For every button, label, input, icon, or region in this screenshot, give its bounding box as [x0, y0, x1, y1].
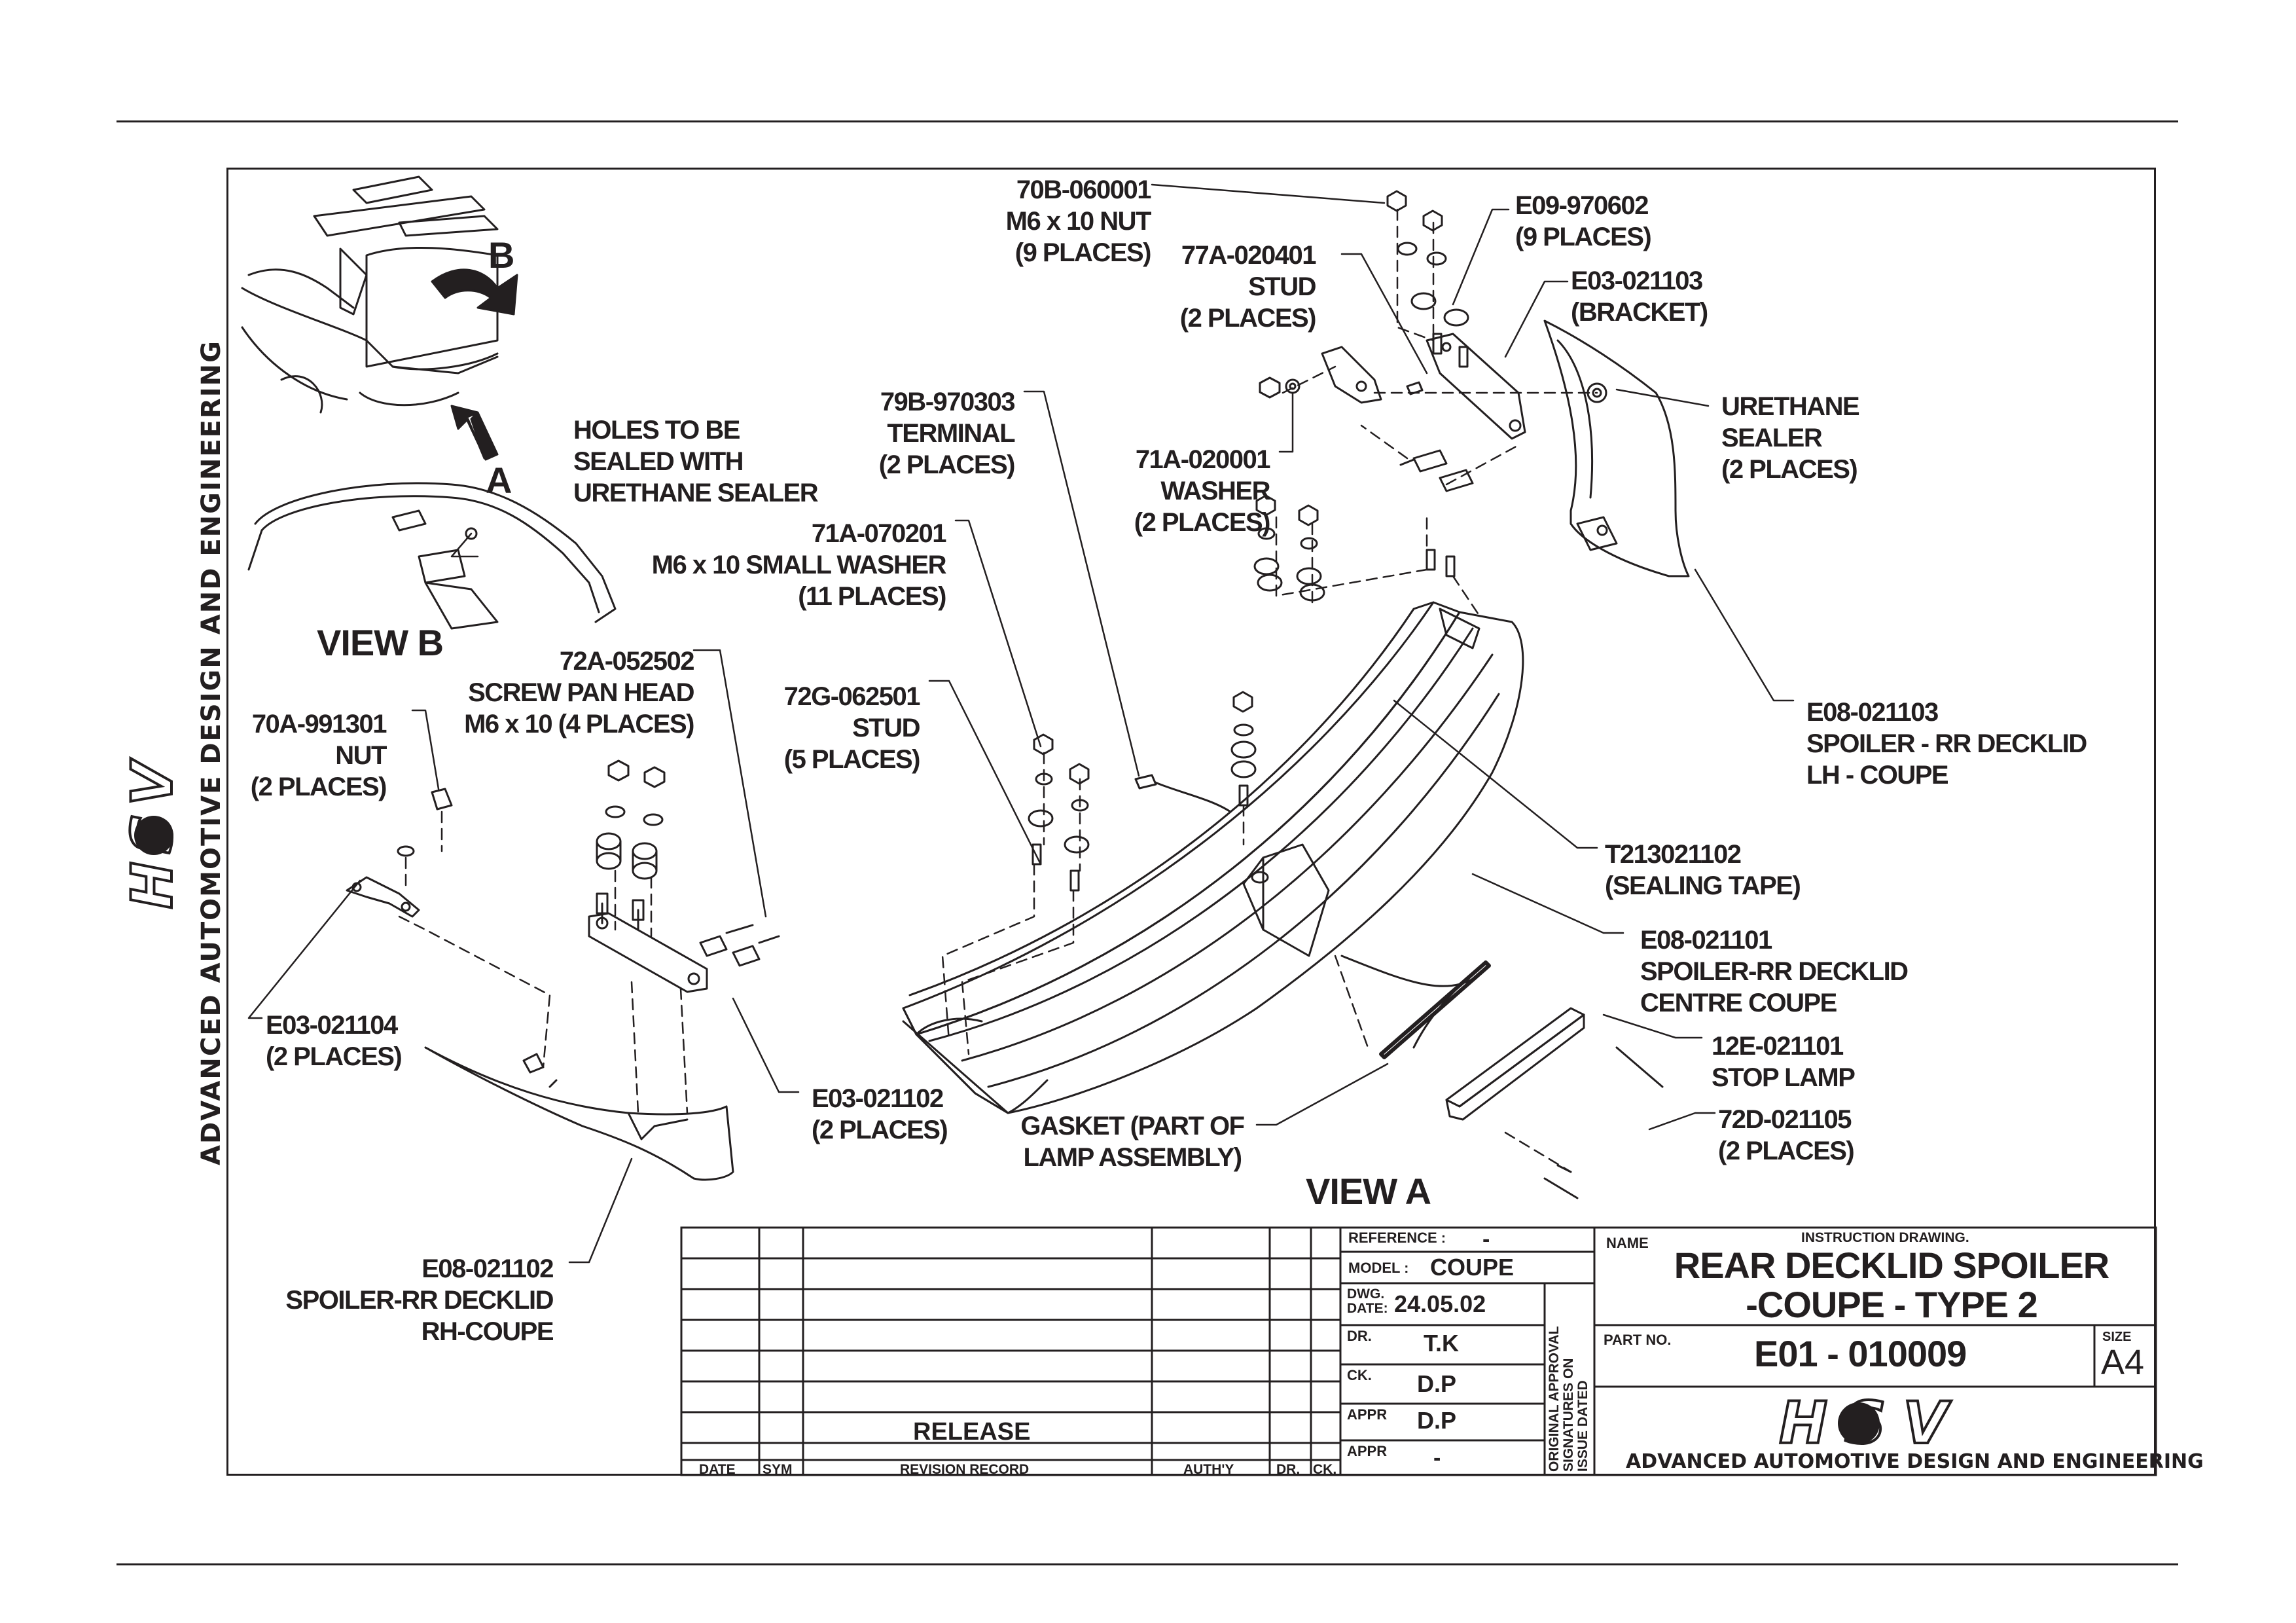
- callout-71a-070201: 71A-070201 M6 x 10 SMALL WASHER (11 PLAC…: [651, 519, 947, 611]
- view-a-label: VIEW A: [1306, 1171, 1431, 1212]
- callout-e03-021104: E03-021104 (2 PLACES): [266, 1011, 403, 1071]
- callout-72g-062501: 72G-062501 STUD (5 PLACES): [783, 682, 921, 774]
- rev-header-record: REVISION RECORD: [900, 1462, 1030, 1477]
- size-label: SIZE: [2102, 1330, 2132, 1344]
- title-block-tagline: ADVANCED AUTOMOTIVE DESIGN AND ENGINEERI…: [1626, 1450, 2204, 1473]
- model-value: COUPE: [1430, 1254, 1515, 1281]
- date-value: 24.05.02: [1394, 1290, 1486, 1317]
- holes-sealing-note: HOLES TO BE SEALED WITH URETHANE SEALER: [573, 416, 819, 507]
- rev-header-ck: CK.: [1313, 1462, 1337, 1477]
- part-number: E01 - 010009: [1754, 1333, 1967, 1374]
- small-bracket-71a: [1259, 346, 1424, 404]
- callout-e08-021103: E08-021103 SPOILER - RR DECKLID LH - COU…: [1806, 698, 2087, 790]
- side-logo: HSV: [124, 753, 187, 910]
- appr-value: D.P: [1417, 1407, 1457, 1434]
- callout-gasket: GASKET (PART OF LAMP ASSEMBLY): [1020, 1112, 1245, 1172]
- part-no-label: PART NO.: [1604, 1332, 1672, 1348]
- callout-70b-060001: 70B-060001 M6 x 10 NUT (9 PLACES): [1005, 175, 1152, 267]
- appr2-value: -: [1433, 1446, 1441, 1470]
- leader-lines: [247, 183, 1795, 1264]
- size-value: A4: [2101, 1343, 2145, 1382]
- callout-e08-021102: E08-021102 SPOILER-RR DECKLID RH-COUPE: [285, 1254, 554, 1346]
- appr-label: APPR: [1347, 1406, 1388, 1423]
- callout-77a-020401: 77A-020401 STUD (2 PLACES): [1179, 241, 1317, 333]
- model-label: MODEL :: [1348, 1260, 1409, 1276]
- view-b-spoiler-outline: [247, 482, 617, 630]
- top-rule: [117, 120, 2178, 122]
- bracket-e03-021102: [588, 892, 708, 993]
- car-rear-sketch: [241, 175, 499, 414]
- dr-label: DR.: [1347, 1328, 1372, 1344]
- callout-72a-052502: 72A-052502 SCREW PAN HEAD M6 x 10 (4 PLA…: [464, 647, 694, 739]
- bracket-e03-021103: [1426, 333, 1526, 440]
- rev-header-dr: DR.: [1276, 1462, 1300, 1477]
- spoiler-centre: [902, 601, 1524, 1114]
- drawing-title-line2: -COUPE - TYPE 2: [1746, 1284, 2038, 1325]
- release-label: RELEASE: [913, 1418, 1031, 1446]
- bracket-e03-021104: [346, 788, 453, 918]
- rev-header-date: DATE: [699, 1462, 736, 1477]
- appr2-label: APPR: [1347, 1443, 1388, 1459]
- assembly-dashed-lines: [398, 208, 1598, 1173]
- callout-71a-020001: 71A-020001 WASHER (2 PLACES): [1134, 445, 1271, 537]
- spoiler-lh: [1543, 319, 1690, 577]
- instruction-label: INSTRUCTION DRAWING.: [1801, 1230, 1969, 1245]
- callout-72d-021105: 72D-021105 (2 PLACES): [1718, 1105, 1855, 1165]
- callout-urethane-sealer: URETHANE SEALER (2 PLACES): [1721, 392, 1860, 484]
- arrow-a: [450, 405, 499, 461]
- view-b-label: VIEW B: [317, 622, 444, 663]
- centre-hardware-stack: [1253, 494, 1456, 602]
- rev-header-authy: AUTH'Y: [1183, 1462, 1234, 1477]
- drawing-title-line1: REAR DECKLID SPOILER: [1674, 1245, 2110, 1286]
- rev-header-sym: SYM: [762, 1462, 793, 1477]
- callout-e08-021101: E08-021101 SPOILER-RR DECKLID CENTRE COU…: [1640, 926, 1909, 1017]
- left-nut-stack: [1028, 733, 1090, 892]
- ck-value: D.P: [1417, 1370, 1457, 1397]
- signatures-note: ORIGINAL APPROVAL SIGNATURES ON ISSUE DA…: [1547, 1326, 1590, 1472]
- ck-label: CK.: [1347, 1367, 1372, 1383]
- callout-e03-021103: E03-021103 (BRACKET): [1571, 266, 1708, 327]
- callout-12e-021101: 12E-021101 STOP LAMP: [1712, 1032, 1856, 1092]
- reference-label: REFERENCE :: [1348, 1230, 1446, 1246]
- dr-value: T.K: [1424, 1330, 1459, 1357]
- date-label: DWG. DATE:: [1347, 1286, 1388, 1316]
- callout-e03-021102: E03-021102 (2 PLACES): [812, 1084, 948, 1144]
- title-block-logo: HSV: [1778, 1391, 1948, 1453]
- callout-e09-970602: E09-970602 (9 PLACES): [1515, 191, 1652, 251]
- callout-70a-991301: 70A-991301 NUT (2 PLACES): [250, 710, 387, 801]
- bottom-rule: [117, 1563, 2178, 1565]
- rh-bracket-hardware: [596, 759, 780, 967]
- reference-value: -: [1482, 1227, 1490, 1252]
- terminal-79b: [1134, 774, 1232, 813]
- callout-t213021102: T213021102 (SEALING TAPE): [1605, 840, 1801, 900]
- name-label: NAME: [1606, 1235, 1649, 1251]
- arrow-b-label: B: [488, 234, 514, 276]
- arrow-b: [431, 268, 518, 316]
- stop-lamp: [1340, 955, 1664, 1199]
- arrow-a-label: A: [486, 460, 512, 501]
- lh-nut-stack: [1386, 190, 1474, 492]
- callout-79b-970303: 79B-970303 TERMINAL (2 PLACES): [878, 388, 1016, 479]
